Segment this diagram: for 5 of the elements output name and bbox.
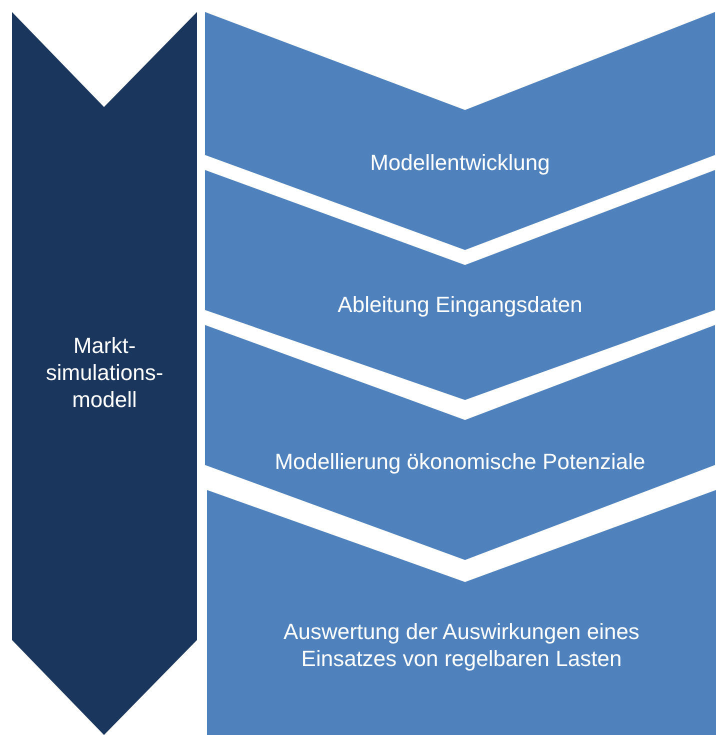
step-label: Modellierung ökonomische Potenziale xyxy=(274,448,646,475)
step-label: Markt- simulations- modell xyxy=(44,332,164,413)
step-label: Modellentwicklung xyxy=(369,149,551,176)
step-label: Ableitung Eingangsdaten xyxy=(336,291,584,318)
step-label: Auswertung der Auswirkungen eines Einsatzes von regelbaren Lasten xyxy=(282,618,640,672)
